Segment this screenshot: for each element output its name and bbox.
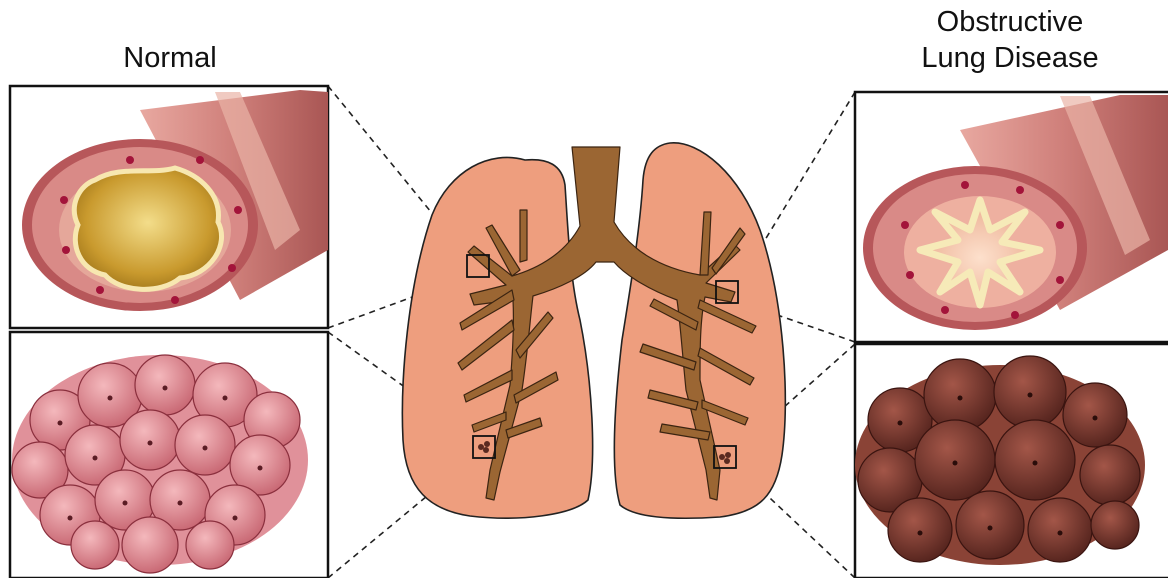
panel-diseased-alveoli — [855, 344, 1168, 578]
panel-normal-alveoli — [10, 332, 328, 578]
panel-obstructed-airway — [855, 92, 1168, 342]
lungs — [402, 143, 785, 518]
panel-normal-airway — [10, 86, 328, 328]
